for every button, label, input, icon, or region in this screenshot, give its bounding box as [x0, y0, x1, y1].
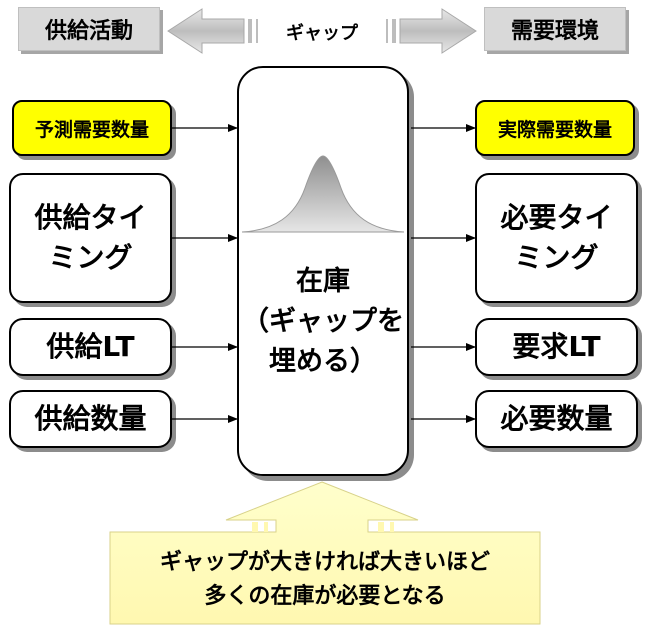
required-qty-box: 必要数量: [475, 390, 638, 448]
required-qty-label: 必要数量: [500, 402, 613, 435]
demand-environment-label: 需要環境: [510, 19, 599, 44]
required-lt-box: 要求LT: [475, 318, 638, 376]
gap-label: ギャップ: [284, 19, 360, 45]
demand-environment-header: 需要環境: [484, 7, 626, 51]
supply-activity-label: 供給活動: [44, 19, 133, 44]
required-lt-label: 要求LT: [512, 330, 601, 363]
supply-lt-box: 供給LT: [9, 318, 172, 376]
gap-message: ギャップが大きければ大きいほど 多くの在庫が必要となる: [159, 550, 490, 609]
supply-activity-header: 供給活動: [18, 7, 160, 51]
actual-demand-qty-label: 実際需要数量: [497, 118, 612, 141]
gap-double-arrow: [167, 8, 477, 54]
inventory-label: 在庫 （ギャップを 埋める）: [242, 266, 404, 377]
forecast-demand-qty-box: 予測需要数量: [12, 100, 172, 156]
actual-demand-qty-box: 実際需要数量: [475, 100, 635, 156]
gap-label-wrap: ギャップ: [262, 19, 382, 45]
supply-qty-box: 供給数量: [9, 390, 172, 448]
distribution-curve-icon: [241, 155, 405, 233]
supply-lt-label: 供給LT: [46, 330, 135, 363]
supply-timing-label: 供給タイ ミング: [34, 201, 147, 274]
required-timing-box: 必要タイ ミング: [475, 173, 638, 303]
message-callout-arrow: [109, 481, 541, 625]
forecast-demand-qty-label: 予測需要数量: [34, 118, 149, 141]
inventory-box: [237, 66, 409, 476]
supply-qty-label: 供給数量: [34, 402, 147, 435]
required-timing-label: 必要タイ ミング: [500, 201, 613, 274]
supply-timing-box: 供給タイ ミング: [9, 173, 172, 303]
